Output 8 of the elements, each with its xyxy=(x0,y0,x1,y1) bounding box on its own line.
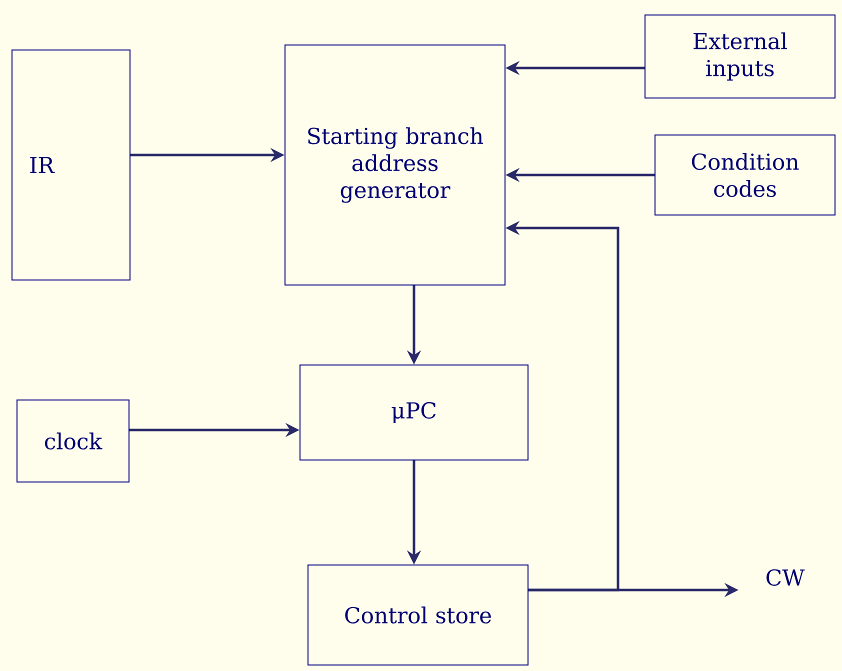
store-box: Control store xyxy=(308,564,528,666)
register-box: IR xyxy=(12,50,130,280)
generator-box: Starting branch address generator xyxy=(284,44,506,286)
counter-box: μPC xyxy=(300,364,528,460)
input-box: External inputs xyxy=(644,14,836,98)
output-label: CW xyxy=(766,569,805,586)
input-box: Condition codes xyxy=(654,134,836,216)
clock-box: clock xyxy=(16,400,130,482)
